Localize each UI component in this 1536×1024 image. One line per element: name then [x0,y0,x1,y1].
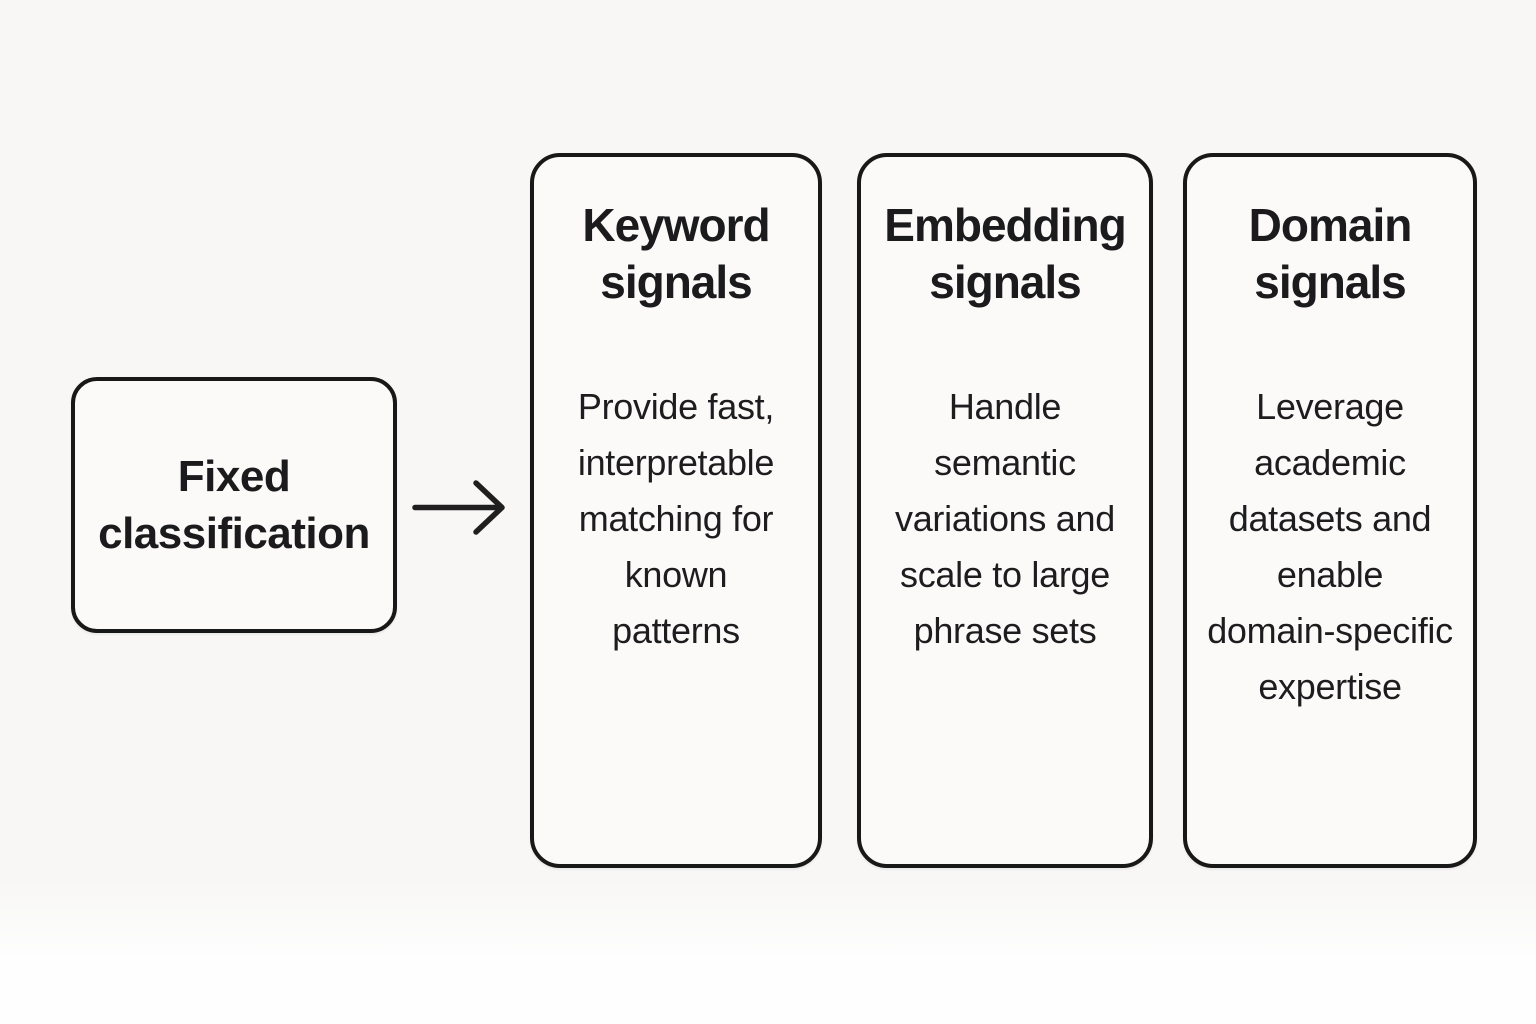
column-embedding-signals-title: Embedding signals [884,199,1126,308]
right-arrow-icon [412,480,505,535]
column-embedding-signals: Embedding signals Handle semantic variat… [857,153,1153,868]
column-domain-signals-description: Leverage academic datasets and enable do… [1207,386,1453,707]
column-keyword-signals-description: Provide fast, interpretable matching for… [577,386,775,651]
column-embedding-signals-description: Handle semantic variations and scale to … [895,386,1115,651]
column-domain-signals-title: Domain signals [1248,199,1413,308]
column-keyword-signals-title: Keyword signals [582,199,770,308]
column-domain-signals: Domain signals Leverage academic dataset… [1183,153,1477,868]
fixed-classification-label: Fixed classification [98,452,370,558]
fixed-classification-node: Fixed classification [71,377,397,633]
column-keyword-signals: Keyword signals Provide fast, interpreta… [530,153,822,868]
bottom-highlight-band [0,878,1536,1024]
